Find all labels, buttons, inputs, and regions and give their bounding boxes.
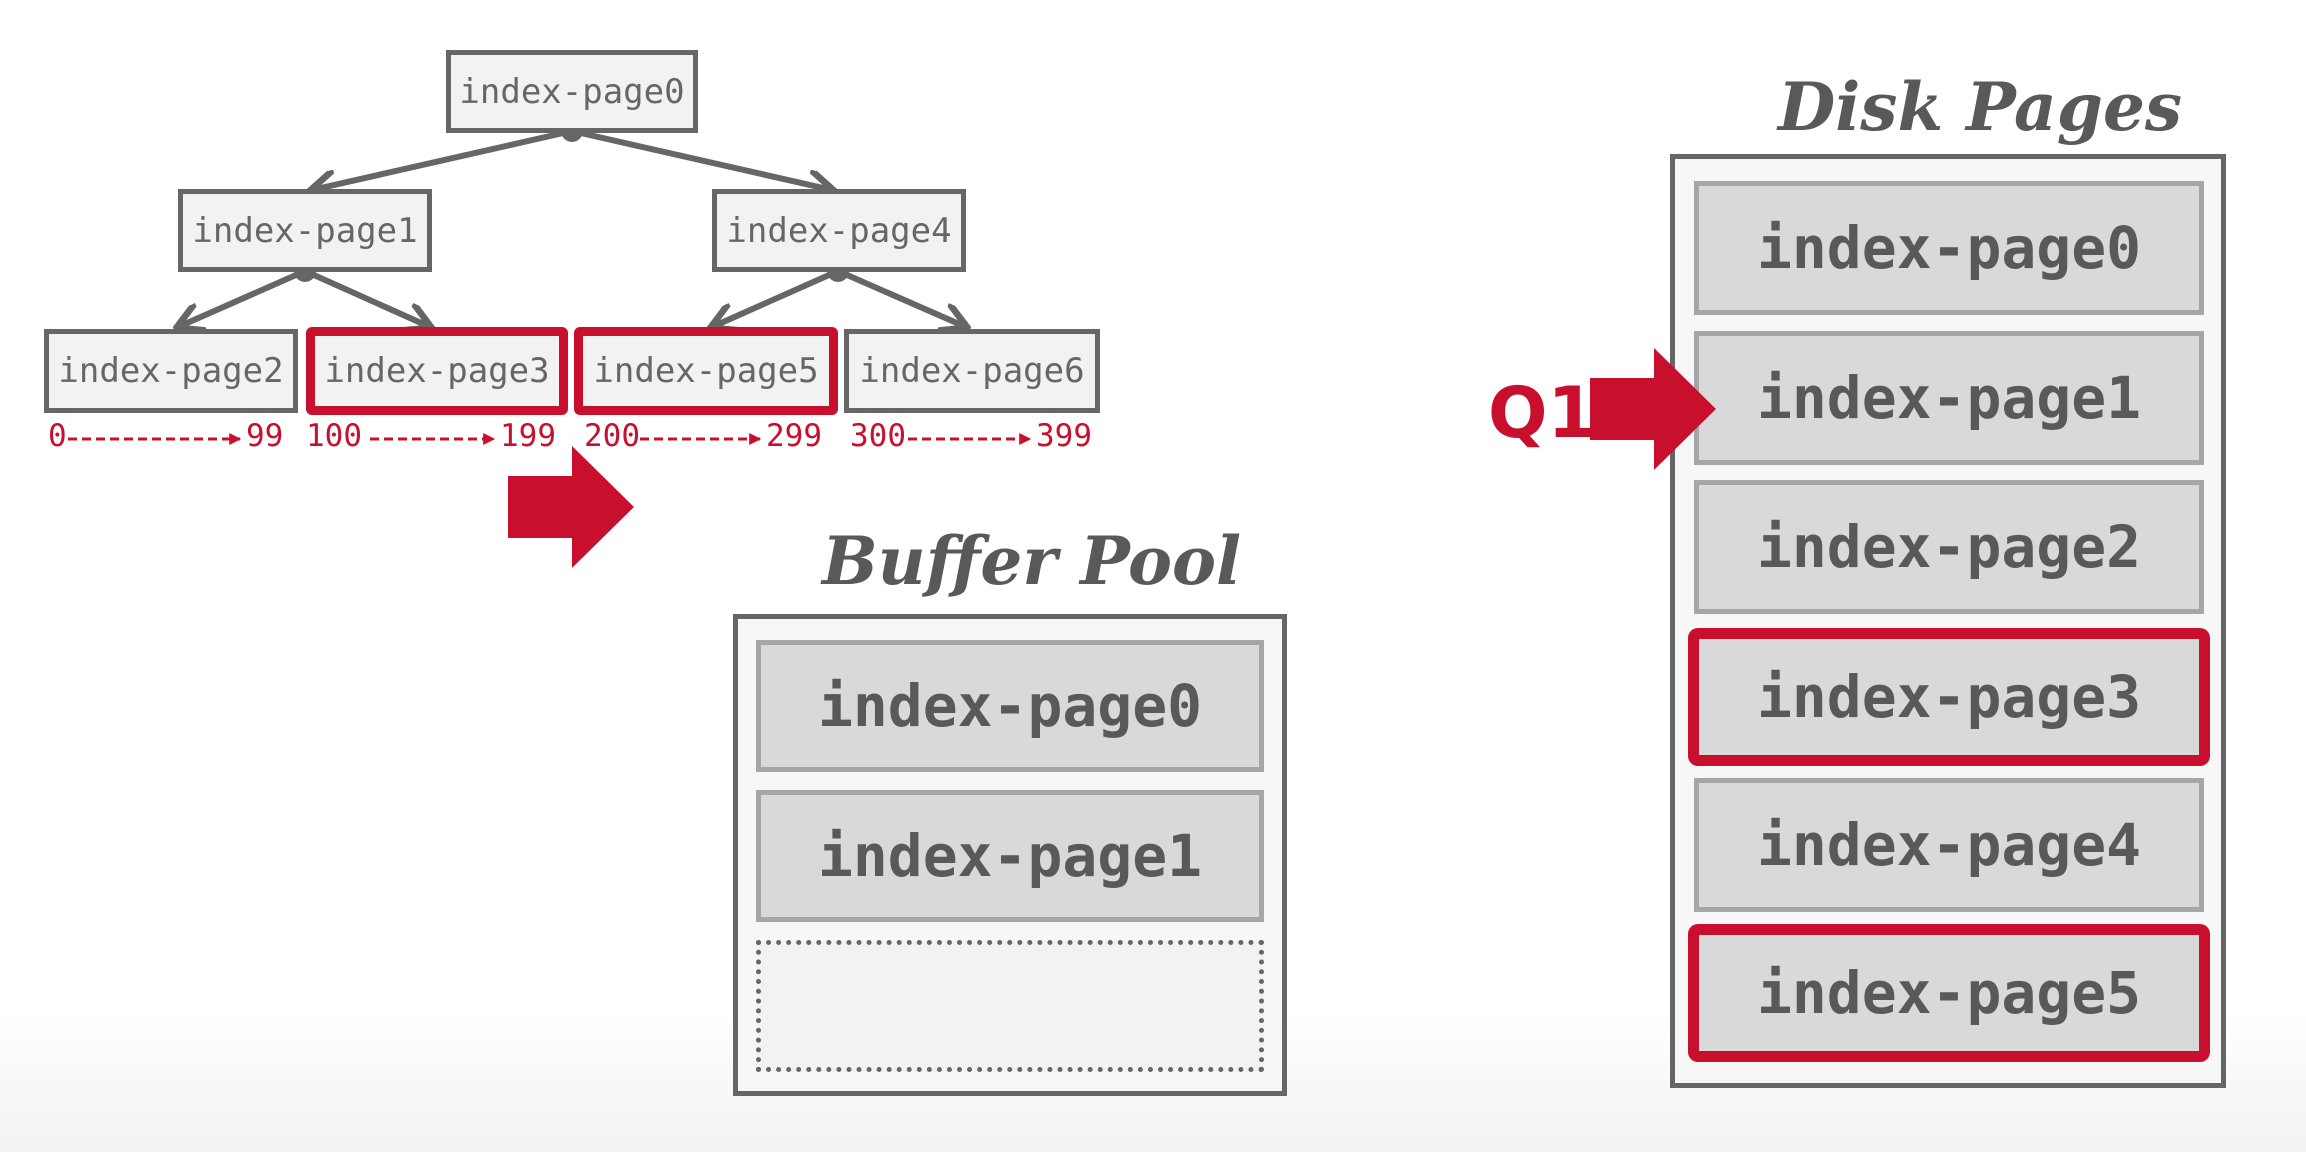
buffer-pool-frame-0-label: index-page0 [817,672,1203,740]
disk-page-5: index-page5 [1688,924,2210,1062]
range-start-3: 300 [850,418,906,454]
tree-leaf-page2-label: index-page2 [58,351,284,391]
disk-page-2: index-page2 [1694,480,2204,614]
range-start-0: 0 [48,418,67,454]
disk-page-4: index-page4 [1694,778,2204,912]
disk-page-0: index-page0 [1694,181,2204,315]
range-start-2: 200 [584,418,640,454]
buffer-pool-frame-1: index-page1 [756,790,1264,922]
disk-page-4-label: index-page4 [1756,811,2142,879]
tree-root-label: index-page0 [459,71,685,112]
tree-leaf-page3-label: index-page3 [324,351,550,391]
query-cursor-arrow-icon [1590,348,1716,470]
disk-page-5-label: index-page5 [1756,959,2142,1027]
tree-root-node: index-page0 [446,50,698,133]
range-end-0: 99 [246,418,284,454]
tree-edge-right-leaf6 [836,268,966,327]
query-label: Q1 [1488,372,1597,454]
tree-right-node: index-page4 [712,189,966,272]
buffer-pool-frame-0: index-page0 [756,640,1264,772]
disk-page-2-label: index-page2 [1756,513,2142,581]
tree-edge-left-leaf3 [303,268,430,327]
range-end-3: 399 [1036,418,1092,454]
disk-page-1: index-page1 [1694,331,2204,465]
fetch-arrow-icon [508,446,634,568]
tree-left-label: index-page1 [192,210,418,251]
tree-left-node: index-page1 [178,189,432,272]
disk-pages-title: Disk Pages [1778,68,2183,146]
tree-edge-left-leaf2 [178,268,307,327]
tree-leaf-page6: index-page6 [844,329,1100,413]
tree-leaf-page5: index-page5 [574,327,838,415]
buffer-pool-title: Buffer Pool [822,522,1242,600]
disk-page-3-label: index-page3 [1756,663,2142,731]
tree-leaf-page5-label: index-page5 [593,351,819,391]
tree-edge-root-left [312,128,573,190]
range-end-1: 199 [500,418,556,454]
tree-leaf-page2: index-page2 [44,329,298,413]
range-start-1: 100 [306,418,362,454]
tree-leaf-page3: index-page3 [306,327,568,415]
tree-edge-right-leaf5 [712,268,840,327]
buffer-pool-frame-1-label: index-page1 [817,822,1203,890]
disk-page-1-label: index-page1 [1756,364,2142,432]
buffer-pool-empty-frame [756,940,1264,1072]
disk-page-0-label: index-page0 [1756,214,2142,282]
tree-right-label: index-page4 [726,210,952,251]
tree-leaf-page6-label: index-page6 [859,351,1085,391]
disk-page-3: index-page3 [1688,628,2210,766]
tree-edge-root-right [571,128,832,190]
range-end-2: 299 [766,418,822,454]
